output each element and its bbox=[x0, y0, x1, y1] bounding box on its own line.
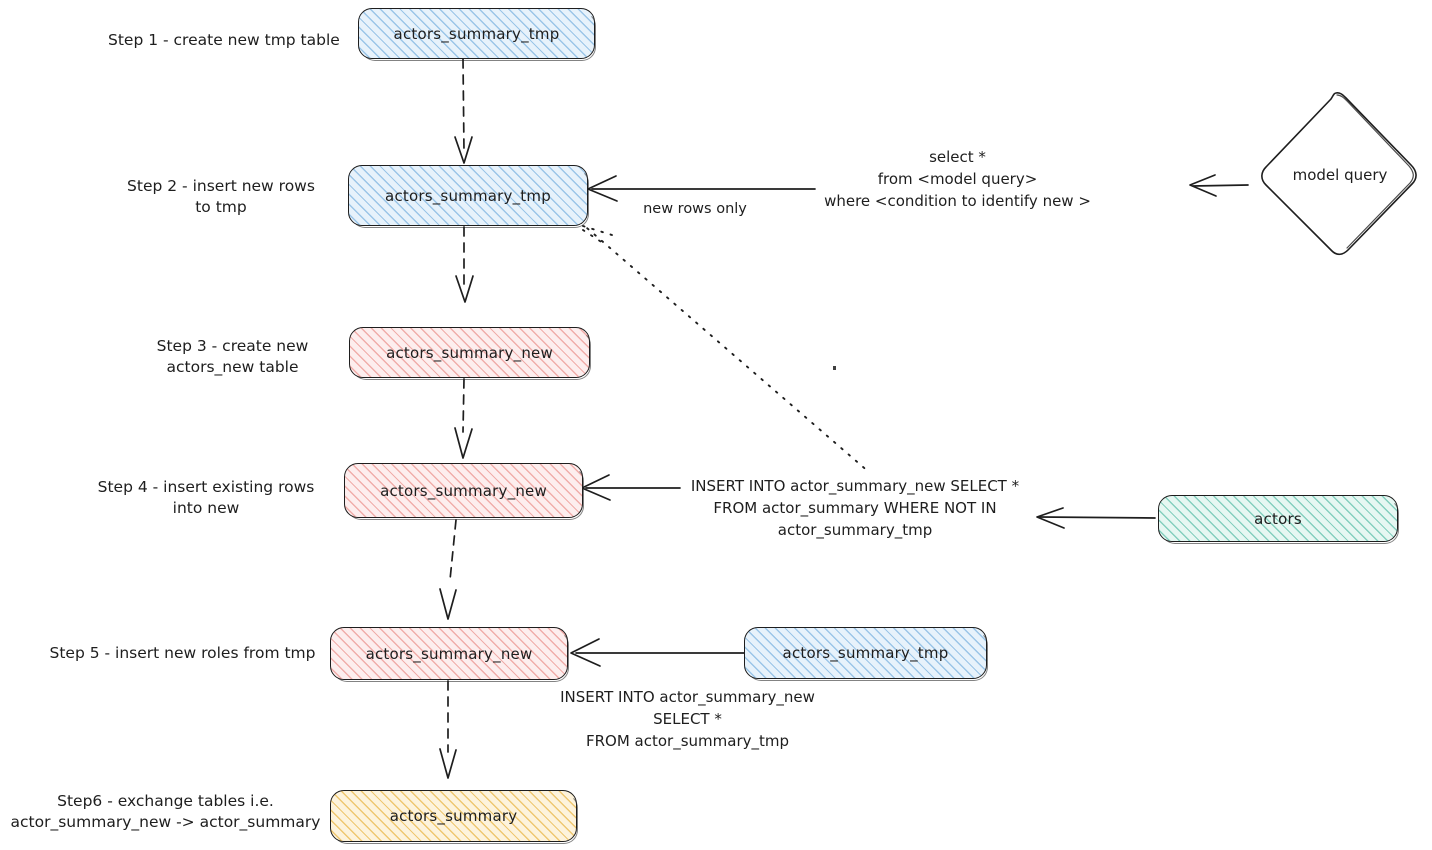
node-actors-summary-step6[interactable]: actors_summary bbox=[330, 790, 578, 844]
node-actors-summary-new-step4[interactable]: actors_summary_new bbox=[344, 463, 584, 520]
node-label: actors_summary_tmp bbox=[393, 24, 560, 43]
connector-step2-to-step3 bbox=[455, 226, 474, 303]
node-actors-summary-new-step5[interactable]: actors_summary_new bbox=[330, 627, 569, 682]
step-label-5: Step 5 - insert new roles from tmp bbox=[49, 644, 316, 662]
connector-step1-to-step2 bbox=[454, 58, 473, 164]
node-actors-summary-tmp-source[interactable]: actors_summary_tmp bbox=[744, 627, 988, 681]
node-label: actors_summary_tmp bbox=[385, 186, 551, 205]
connector-step3-to-step4 bbox=[454, 378, 473, 459]
edge-label-insert-new-roles-sql: INSERT INTO actor_summary_new SELECT * F… bbox=[560, 688, 815, 750]
step-label-2: Step 2 - insert new rows to tmp bbox=[127, 177, 315, 216]
step-label-6: Step6 - exchange tables i.e. actor_summa… bbox=[10, 792, 321, 831]
node-actors-summary-new-step3[interactable]: actors_summary_new bbox=[349, 327, 591, 380]
node-actors-summary-tmp-step2[interactable]: actors_summary_tmp bbox=[348, 165, 589, 228]
connector-step5-to-step6 bbox=[439, 680, 457, 779]
connector-step4-to-step5 bbox=[439, 519, 457, 620]
node-label: actors_summary_new bbox=[380, 481, 547, 500]
step-label-4: Step 4 - insert existing rows into new bbox=[97, 478, 315, 517]
edge-label-insert-existing-sql: INSERT INTO actor_summary_new SELECT * F… bbox=[690, 477, 1020, 539]
node-label: actors_summary_new bbox=[386, 343, 553, 362]
connector-tmp-dotted-to-step4 bbox=[579, 221, 871, 474]
node-label: actors_summary_new bbox=[365, 644, 533, 663]
node-label: actors_summary_tmp bbox=[782, 644, 949, 662]
node-actors-summary-tmp-step1[interactable]: actors_summary_tmp bbox=[358, 8, 596, 61]
step-label-1: Step 1 - create new tmp table bbox=[108, 31, 340, 49]
node-label: actors_summary bbox=[389, 807, 518, 825]
edge-label-model-query-sql: select * from <model query> where <condi… bbox=[824, 148, 1091, 210]
step-label-3: Step 3 - create new actors_new table bbox=[156, 337, 309, 376]
stray-ink-mark bbox=[833, 366, 836, 370]
node-label: actors bbox=[1254, 509, 1302, 528]
model-query-label: model query bbox=[1292, 166, 1388, 184]
edge-label-new-rows-only: new rows only bbox=[643, 201, 747, 217]
node-actors-source[interactable]: actors bbox=[1158, 495, 1399, 544]
node-model-query[interactable]: model query bbox=[1260, 90, 1420, 260]
connector-tmpsrc-to-step5 bbox=[570, 638, 745, 667]
